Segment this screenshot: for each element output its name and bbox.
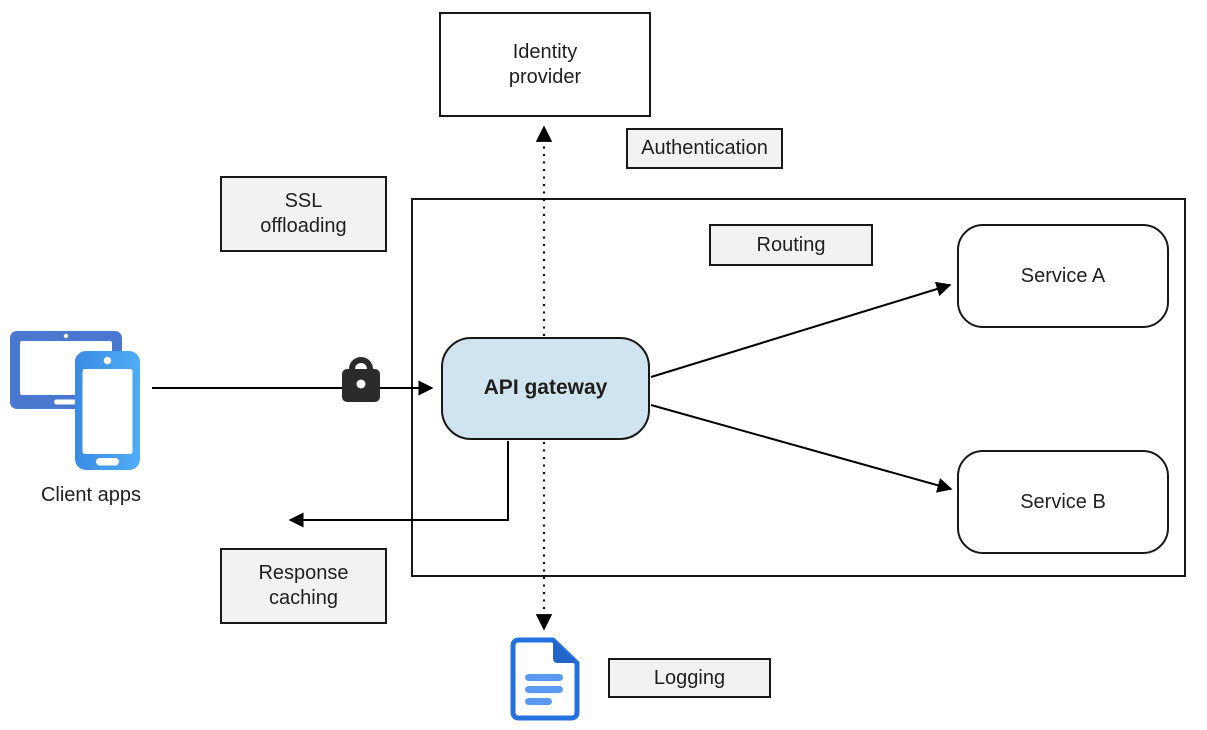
routing-label: Routing [709, 224, 873, 266]
service-a-label: Service A [1020, 264, 1106, 287]
ssl-offloading-text: SSL offloading [260, 190, 347, 237]
client-apps-text: Client apps [40, 484, 142, 506]
ssl-offloading-label: SSL offloading [220, 176, 387, 252]
response-caching-label: Response caching [220, 548, 387, 624]
authentication-label: Authentication [626, 128, 783, 169]
service-b-label: Service B [1020, 490, 1106, 513]
service-a-node: Service A [957, 224, 1169, 328]
lock-icon [338, 352, 384, 406]
logging-text: Logging [653, 666, 726, 689]
log-document-icon [508, 636, 582, 724]
response-caching-text: Response caching [258, 562, 349, 609]
client-apps-caption: Client apps [18, 484, 164, 507]
identity-provider-node: Identity provider [439, 12, 651, 117]
smartphone-icon [75, 351, 140, 470]
service-b-node: Service B [957, 450, 1169, 554]
logging-label: Logging [608, 658, 771, 698]
routing-text: Routing [756, 233, 826, 256]
api-gateway-node: API gateway [441, 337, 650, 440]
api-gateway-label: API gateway [483, 376, 608, 400]
authentication-text: Authentication [641, 137, 768, 159]
identity-provider-label: Identity provider [508, 40, 582, 88]
client-devices [8, 328, 148, 476]
